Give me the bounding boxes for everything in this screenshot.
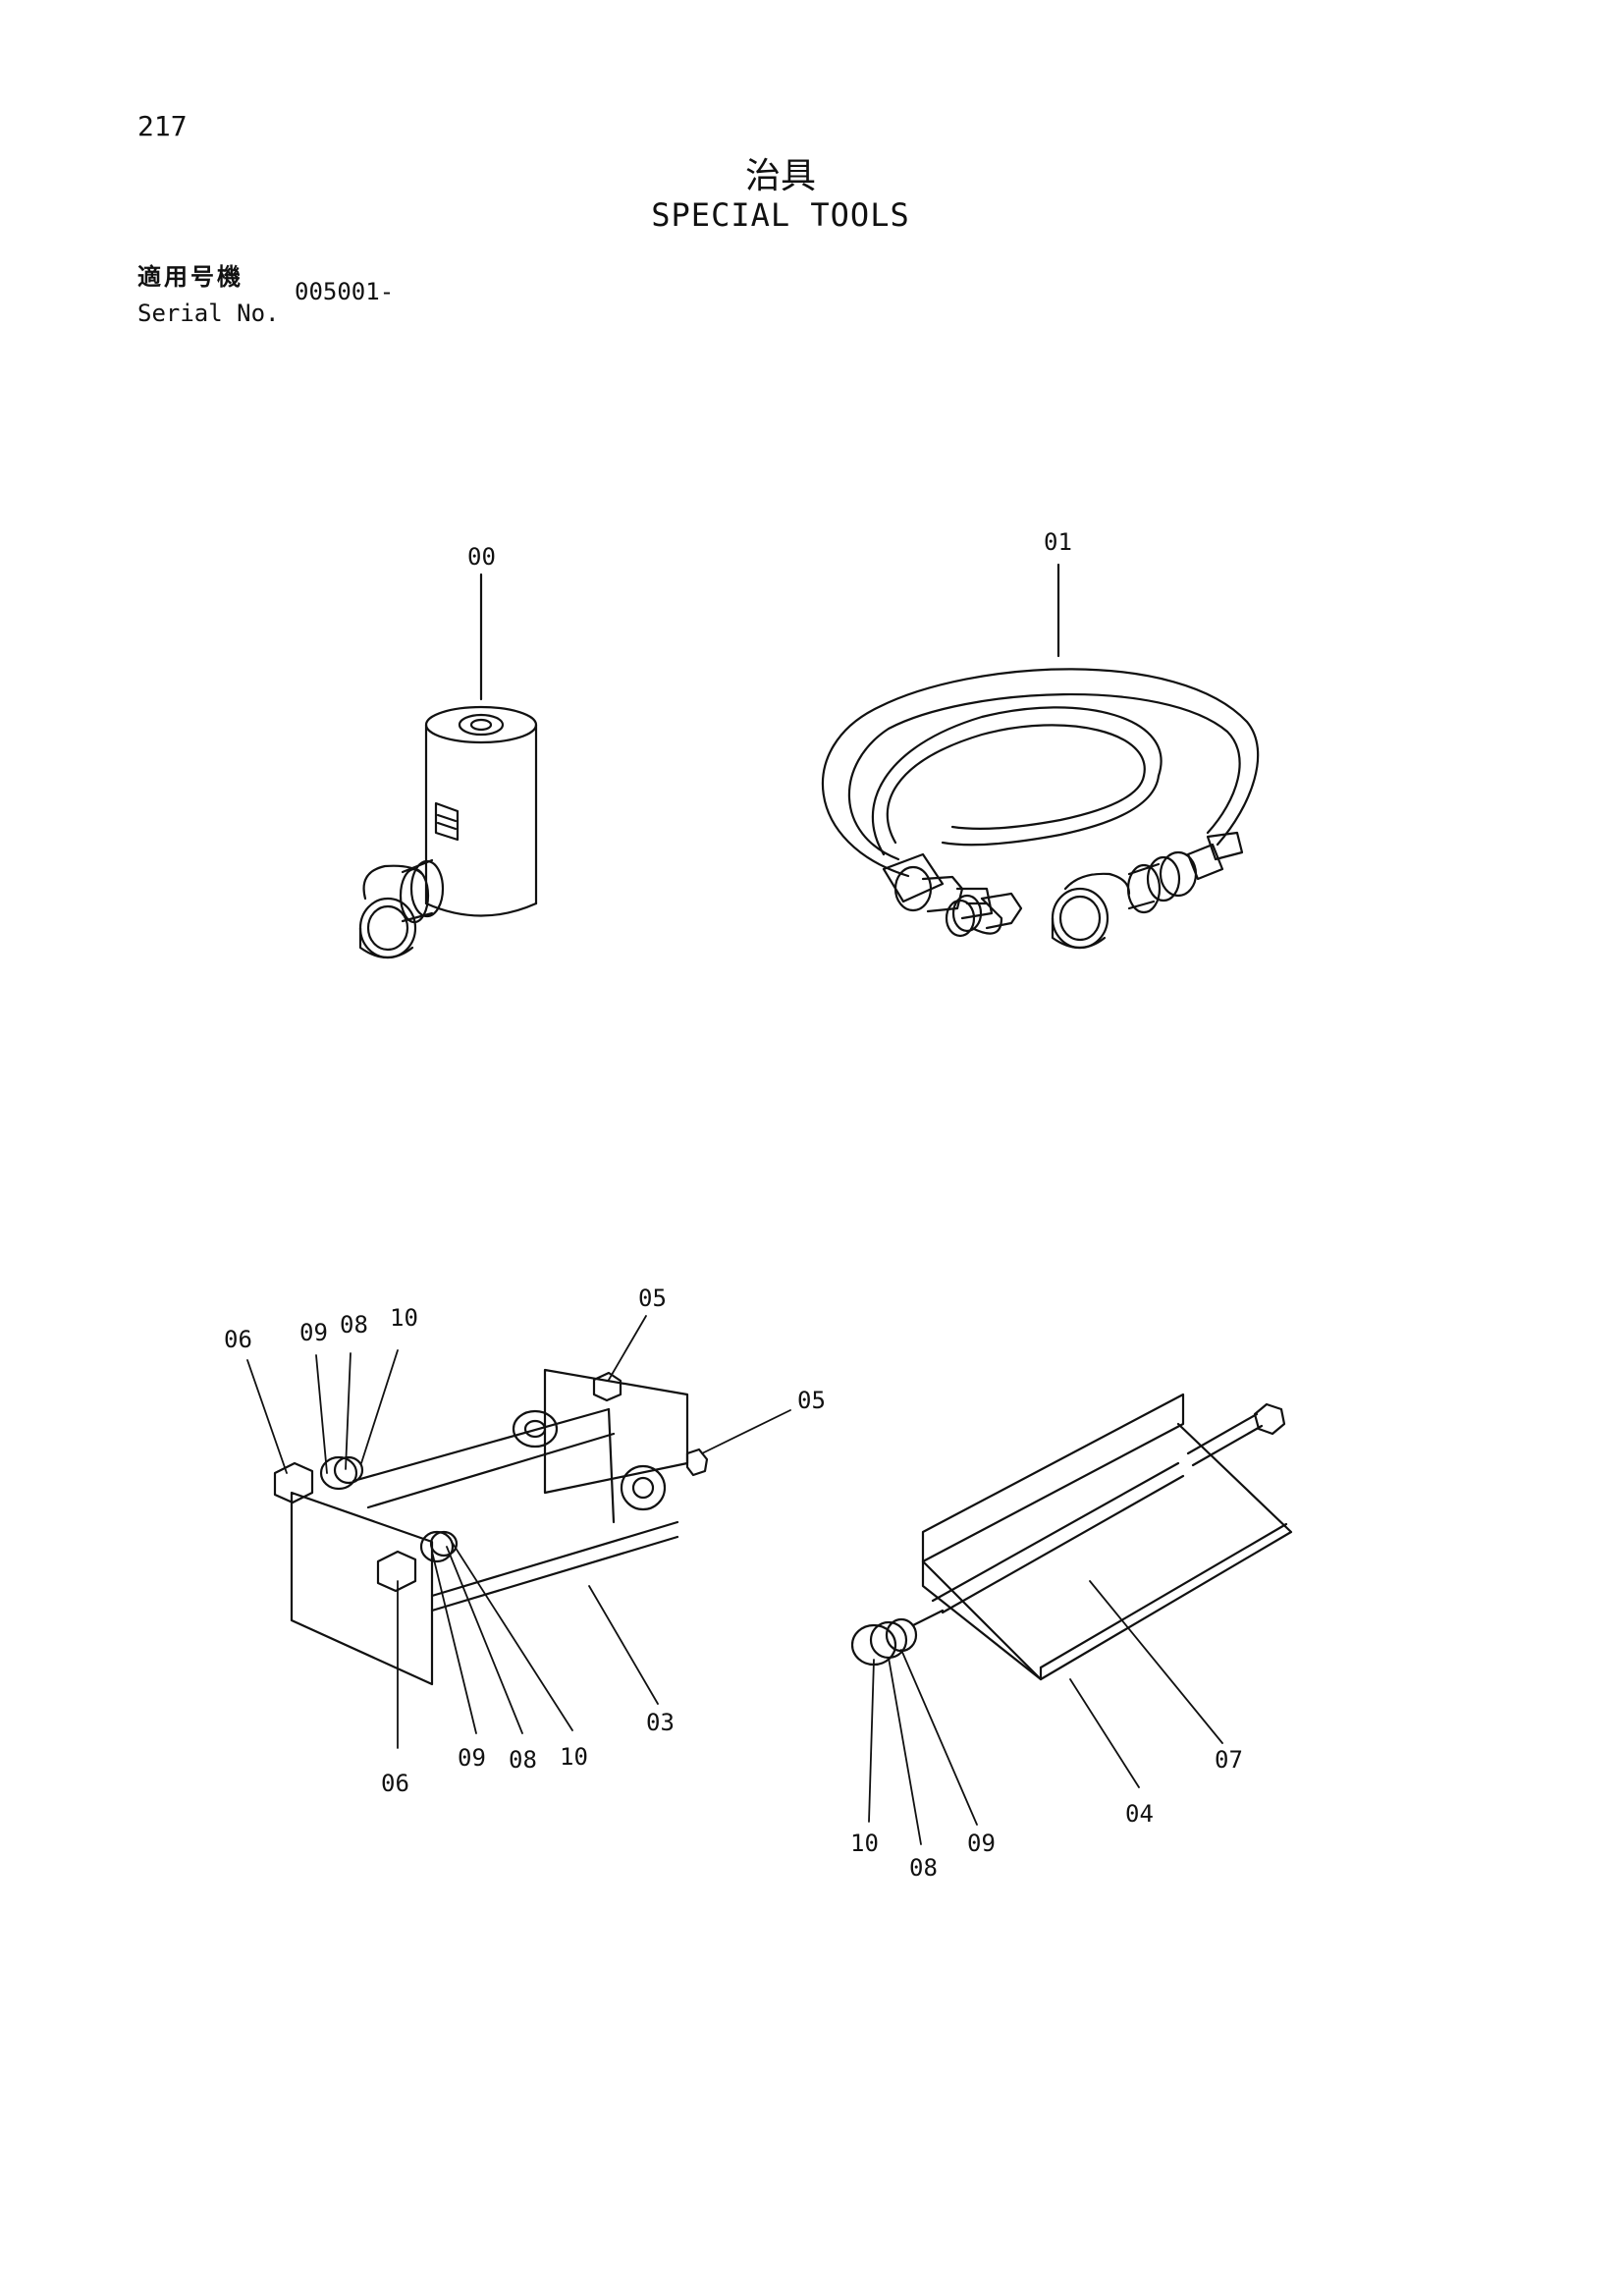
- bracket-frame-drawing: [273, 1368, 709, 1686]
- serial-label: Serial No.: [137, 300, 280, 327]
- callout-07: 07: [1215, 1746, 1243, 1774]
- page-title-japanese: 治具: [744, 156, 816, 196]
- serial-number-value: 005001-: [295, 278, 395, 305]
- callout-10: 10: [390, 1304, 418, 1332]
- trough-tool-drawing: [850, 1393, 1293, 1681]
- callout-01: 01: [1044, 528, 1072, 556]
- callout-10: 10: [850, 1830, 879, 1857]
- callout-08: 08: [509, 1746, 537, 1774]
- serial-label-japanese: 適用号機: [137, 263, 243, 291]
- callout-09: 09: [299, 1319, 328, 1346]
- callout-03: 03: [646, 1709, 675, 1736]
- callout-05: 05: [638, 1285, 667, 1312]
- hydraulic-cylinder-drawing: [358, 573, 538, 959]
- callout-labels: 00 01 05 05 06 09 08 10 06 09 08 10 03 0…: [224, 528, 1243, 1882]
- callout-08: 08: [909, 1854, 938, 1882]
- callout-06: 06: [381, 1770, 409, 1797]
- page-number: 217: [137, 110, 188, 142]
- page-title: SPECIAL TOOLS: [651, 196, 910, 234]
- callout-00: 00: [467, 543, 496, 571]
- callout-09: 09: [458, 1744, 486, 1772]
- callout-04: 04: [1125, 1800, 1154, 1828]
- callout-09: 09: [967, 1830, 996, 1857]
- callout-06: 06: [224, 1326, 252, 1353]
- callout-05: 05: [797, 1387, 826, 1414]
- callout-10: 10: [560, 1743, 588, 1771]
- leader-lines: [246, 1315, 1223, 1845]
- callout-08: 08: [340, 1311, 368, 1339]
- hydraulic-hose-drawing: [821, 563, 1260, 950]
